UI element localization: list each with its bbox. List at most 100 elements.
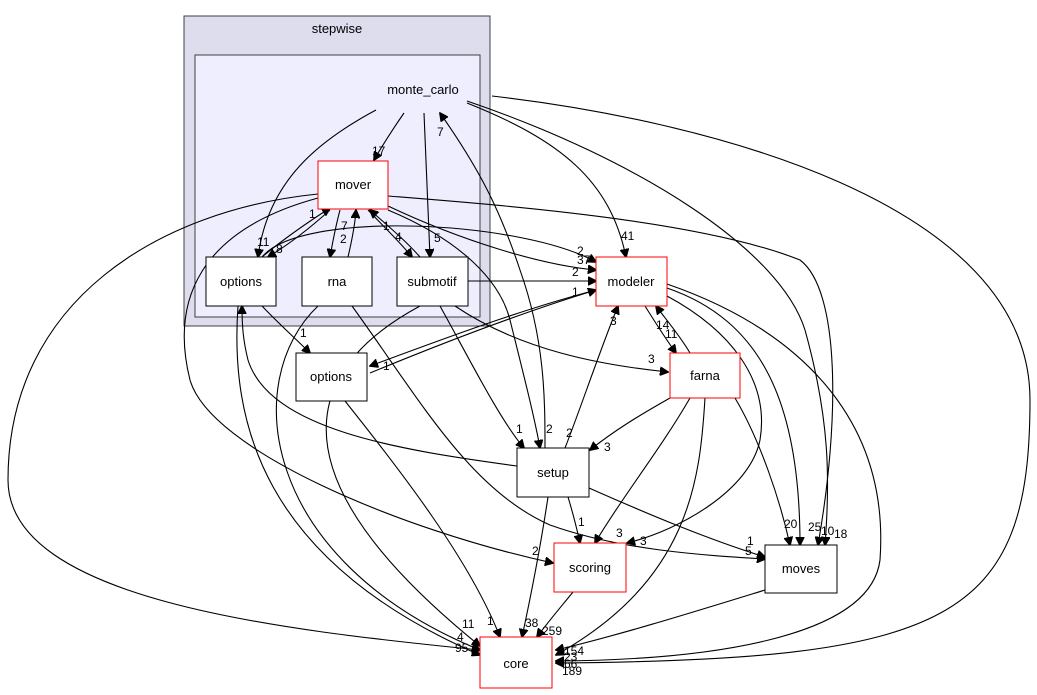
edge-label: 1 (309, 207, 316, 221)
edge-label: 2 (532, 544, 539, 558)
edge-label: 38 (525, 616, 539, 630)
edge-rna-moves (351, 305, 765, 559)
edge-label: 259 (542, 624, 562, 638)
edge-optionsin-optionsout (261, 305, 310, 353)
node-mover[interactable]: mover (317, 160, 389, 210)
edge-label: 1 (747, 534, 754, 548)
edge-label: 189 (562, 664, 582, 678)
edge-label: 154 (564, 644, 584, 658)
edge-label: 37 (577, 253, 591, 267)
node-modeler[interactable]: modeler (595, 256, 668, 307)
edges (7, 95, 1031, 663)
edge-modeler-core (556, 283, 882, 661)
edge-modeler-moves (666, 287, 800, 545)
node-core-label: core (503, 656, 528, 671)
edge-montecarlo-submotif (423, 112, 430, 257)
edge-setup-core (522, 496, 549, 637)
edge-farna-modeler (656, 306, 691, 354)
edge-label: 1 (487, 614, 494, 628)
edge-label: 17 (372, 144, 386, 158)
edge-label: 7 (341, 219, 348, 233)
edge-rna-core (275, 305, 480, 650)
edge-modeler-optionsout (370, 289, 597, 366)
node-scoring[interactable]: scoring (553, 542, 627, 593)
node-farna-label: farna (690, 368, 720, 383)
node-setup[interactable]: setup (516, 447, 590, 498)
edge-label: 14 (656, 318, 670, 332)
node-rna-label: rna (328, 274, 348, 289)
edge-optionsin-modeler (261, 225, 596, 262)
edge-mover-modeler (387, 205, 596, 270)
edge-label: 4 (457, 630, 464, 644)
edge-modeler-scoring (627, 295, 762, 543)
node-moves[interactable]: moves (764, 544, 838, 594)
edge-submotif-farna (454, 305, 668, 372)
node-farna[interactable]: farna (669, 352, 741, 399)
edge-label: 10 (821, 524, 835, 538)
edge-label: 3 (610, 314, 617, 328)
node-scoring-label: scoring (569, 560, 611, 575)
edge-options-mover (261, 208, 330, 258)
node-core[interactable]: core (479, 636, 553, 689)
edge-label: 1 (300, 326, 307, 340)
node-options-inner[interactable]: options (205, 256, 277, 307)
node-setup-label: setup (537, 465, 569, 480)
node-modeler-label: modeler (608, 274, 656, 289)
edge-optionsin-core (236, 305, 480, 655)
node-options-outer-label: options (310, 369, 352, 384)
edge-mover-setup (387, 209, 540, 448)
edge-label: 5 (745, 544, 752, 558)
edge-montecarlo-mover (374, 112, 405, 160)
edge-farna-setup (590, 397, 671, 450)
edge-label: 66 (564, 657, 578, 671)
edge-label: 11 (665, 327, 678, 341)
edge-label: 3 (640, 534, 647, 548)
node-mover-label: mover (335, 177, 372, 192)
edge-label: 41 (621, 229, 635, 243)
edge-label: 20 (784, 517, 798, 531)
edge-rna-mover (347, 210, 356, 258)
edge-mover-moves (387, 195, 834, 545)
edge-label: 11 (462, 617, 475, 631)
edge-label: 5 (434, 231, 441, 245)
edge-scoring-core (537, 591, 574, 637)
node-options-inner-label: options (220, 274, 262, 289)
edge-montecarlo-modeler (466, 102, 626, 257)
edge-label: 18 (834, 527, 848, 541)
node-submotif-label: submotif (407, 274, 457, 289)
edge-setup-modeler (564, 306, 618, 449)
node-options-outer[interactable]: options (295, 352, 368, 402)
edge-label: 11 (257, 235, 270, 249)
edge-submotif-setup (439, 305, 524, 448)
edge-label: 2 (566, 426, 573, 440)
edge-label: 1 (572, 285, 579, 299)
edge-montecarlo-options (258, 109, 377, 257)
edge-label: 95 (455, 641, 469, 655)
edge-label: 4 (395, 230, 402, 244)
edge-label: 2 (546, 422, 553, 436)
edge-label: 23 (564, 650, 578, 664)
node-submotif[interactable]: submotif (396, 256, 469, 307)
edge-label: 3 (604, 440, 611, 454)
edge-optionsout-modeler (369, 290, 596, 374)
edge-mover-scoring (183, 197, 553, 563)
edge-moves-core (556, 589, 766, 650)
edge-farna-moves (734, 397, 790, 545)
node-moves-label: moves (782, 561, 821, 576)
edge-farna-scoring (595, 397, 691, 543)
edge-label: 1 (383, 219, 390, 233)
node-rna[interactable]: rna (301, 256, 373, 307)
edge-farna-core (556, 397, 706, 655)
edge-setup-montecarlo (440, 113, 546, 449)
edge-label: 7 (437, 125, 444, 139)
cluster-monte-carlo-title: monte_carlo (387, 82, 459, 97)
edge-mover-core (7, 193, 480, 650)
edge-label: 2 (340, 232, 347, 246)
edge-label: 1 (383, 359, 390, 373)
edge-label: 25 (808, 520, 822, 534)
edge-montecarlo-moves (466, 100, 828, 545)
cluster-stepwise-title: stepwise (312, 21, 363, 36)
edge-modeler-farna (644, 305, 676, 353)
edge-label: 3 (648, 352, 655, 366)
